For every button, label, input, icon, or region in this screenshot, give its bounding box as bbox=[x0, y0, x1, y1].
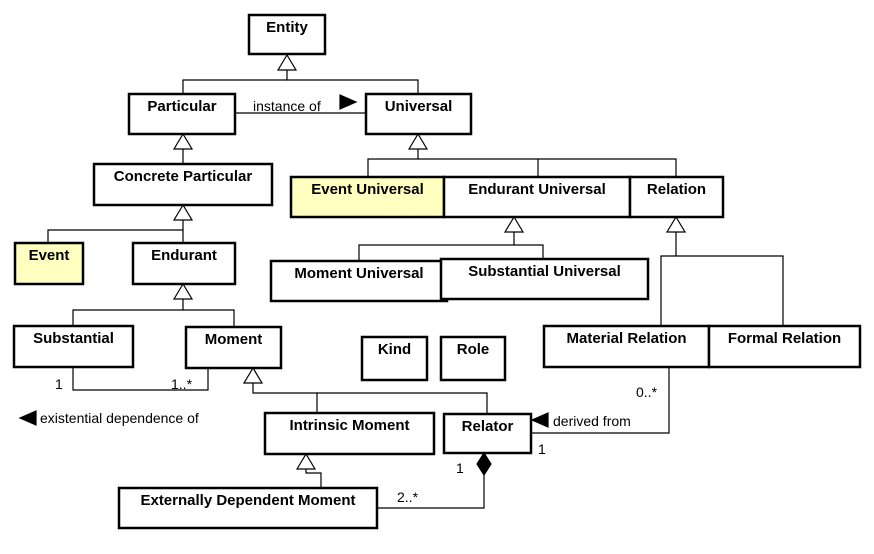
class-box-frame-universal bbox=[364, 92, 473, 136]
class-label-concrete-particular: Concrete Particular bbox=[114, 168, 253, 185]
generalization-moment-universal-to-endurant-universal bbox=[358, 215, 525, 260]
class-label-moment-universal: Moment Universal bbox=[294, 265, 423, 282]
class-box-substantial-universal: Substantial Universal bbox=[439, 257, 650, 301]
class-label-substantial-universal: Substantial Universal bbox=[468, 263, 621, 280]
class-label-moment: Moment bbox=[205, 331, 263, 348]
class-box-frame-role bbox=[439, 335, 507, 382]
direction-arrow-instance-of bbox=[339, 94, 358, 110]
multiplicity-material-relation: 0..* bbox=[636, 384, 658, 400]
generalization-event-to-concrete-particular bbox=[47, 203, 194, 242]
class-box-universal: Universal bbox=[364, 92, 473, 136]
generalization-substantial-to-endurant bbox=[72, 282, 194, 325]
class-label-universal: Universal bbox=[385, 98, 453, 115]
class-box-intrinsic-moment: Intrinsic Moment bbox=[263, 411, 436, 456]
class-box-frame-substantial bbox=[12, 324, 135, 369]
class-label-material-relation: Material Relation bbox=[566, 330, 686, 347]
class-label-intrinsic-moment: Intrinsic Moment bbox=[289, 417, 409, 434]
label-instance-of: instance of bbox=[253, 98, 321, 114]
class-box-endurant-universal: Endurant Universal bbox=[442, 175, 632, 219]
class-box-role: Role bbox=[439, 335, 507, 382]
multiplicity-moment: 1..* bbox=[171, 376, 193, 392]
composition-diamond bbox=[476, 451, 492, 477]
multiplicity-relator-composition: 1 bbox=[456, 460, 464, 476]
class-box-kind: Kind bbox=[360, 335, 429, 382]
class-label-role: Role bbox=[457, 341, 490, 358]
class-label-relator: Relator bbox=[462, 418, 514, 435]
class-label-event-universal: Event Universal bbox=[311, 181, 424, 198]
association-derived-from bbox=[529, 367, 670, 434]
association-existential-dependence bbox=[72, 367, 209, 391]
class-box-frame-concrete-particular bbox=[92, 162, 274, 207]
class-box-entity: Entity bbox=[247, 13, 327, 56]
class-box-moment: Moment bbox=[184, 325, 283, 370]
class-label-formal-relation: Formal Relation bbox=[728, 330, 841, 347]
generalization-universal-to-entity bbox=[287, 79, 419, 93]
class-box-frame-moment-universal bbox=[269, 259, 449, 303]
class-label-endurant: Endurant bbox=[151, 247, 217, 264]
generalization-material-relation-to-relation bbox=[660, 215, 687, 325]
class-box-frame-moment bbox=[184, 325, 283, 370]
class-label-externally-dependent-moment: Externally Dependent Moment bbox=[140, 492, 355, 509]
generalization-formal-relation-to-relation bbox=[676, 255, 784, 325]
class-label-kind: Kind bbox=[378, 341, 411, 358]
class-box-moment-universal: Moment Universal bbox=[269, 259, 449, 303]
class-label-substantial: Substantial bbox=[33, 330, 114, 347]
class-box-frame-event bbox=[13, 241, 85, 286]
class-box-frame-kind bbox=[360, 335, 429, 382]
class-box-relation: Relation bbox=[628, 175, 725, 219]
direction-arrow-existential-dependence bbox=[18, 410, 37, 426]
class-box-frame-entity bbox=[247, 13, 327, 56]
generalization-relation-to-universal bbox=[538, 158, 677, 176]
generalization-edm-to-intrinsic-moment bbox=[295, 452, 322, 487]
generalization-relator-to-moment bbox=[317, 392, 488, 413]
class-box-frame-intrinsic-moment bbox=[263, 411, 436, 456]
multiplicity-relator-derived: 1 bbox=[538, 441, 546, 457]
generalization-endurant-universal-to-universal bbox=[418, 158, 539, 176]
class-box-material-relation: Material Relation bbox=[542, 324, 711, 369]
class-box-particular: Particular bbox=[127, 92, 237, 136]
class-box-event: Event bbox=[13, 241, 85, 286]
label-existential-dependence: existential dependence of bbox=[40, 410, 199, 426]
class-box-frame-externally-dependent-moment bbox=[117, 486, 379, 530]
generalization-event-universal-to-universal bbox=[367, 132, 429, 176]
class-box-endurant: Endurant bbox=[131, 241, 237, 286]
class-box-frame-substantial-universal bbox=[439, 257, 650, 301]
class-box-frame-formal-relation bbox=[707, 324, 862, 369]
class-box-relator: Relator bbox=[442, 412, 533, 455]
class-box-frame-relator bbox=[442, 412, 533, 455]
class-box-frame-particular bbox=[127, 92, 237, 136]
class-box-substantial: Substantial bbox=[12, 324, 135, 369]
class-label-particular: Particular bbox=[147, 98, 216, 115]
class-label-relation: Relation bbox=[647, 181, 706, 198]
generalization-moment-to-endurant bbox=[183, 309, 235, 326]
class-box-event-universal: Event Universal bbox=[289, 175, 446, 219]
direction-arrow-derived-from bbox=[530, 412, 549, 428]
label-derived-from: derived from bbox=[553, 413, 631, 429]
multiplicity-edm: 2..* bbox=[397, 489, 419, 505]
generalization-intrinsic-moment-to-moment bbox=[242, 366, 318, 412]
multiplicity-substantial: 1 bbox=[55, 376, 63, 392]
generalization-substantial-universal-to-endurant-universal bbox=[514, 244, 544, 258]
class-box-frame-endurant-universal bbox=[442, 175, 632, 219]
class-box-frame-relation bbox=[628, 175, 725, 219]
class-label-entity: Entity bbox=[266, 19, 308, 36]
class-box-externally-dependent-moment: Externally Dependent Moment bbox=[117, 486, 379, 530]
edges bbox=[47, 53, 784, 487]
class-box-concrete-particular: Concrete Particular bbox=[92, 162, 274, 207]
class-box-frame-endurant bbox=[131, 241, 237, 286]
class-label-endurant-universal: Endurant Universal bbox=[468, 181, 606, 198]
class-box-formal-relation: Formal Relation bbox=[707, 324, 862, 369]
association-edm-relator-composition bbox=[377, 474, 485, 509]
generalization-particular-to-entity bbox=[182, 53, 298, 93]
associations bbox=[18, 94, 670, 509]
class-label-event: Event bbox=[29, 247, 70, 264]
